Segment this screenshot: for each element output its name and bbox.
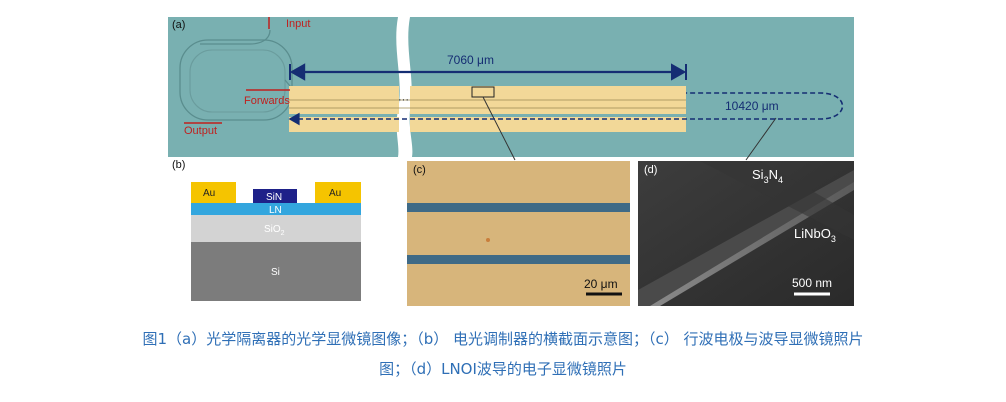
si3n4-label: Si3N4	[752, 167, 783, 185]
caption-line-1: 图1（a）光学隔离器的光学显微镜图像；（b） 电光调制器的横截面示意图；（c） …	[142, 330, 864, 348]
zoom-line	[482, 96, 516, 161]
au-left-label: Au	[203, 188, 215, 199]
si-layer	[191, 242, 361, 301]
au-right-label: Au	[329, 188, 341, 199]
scale-label-d: 500 nm	[792, 276, 832, 290]
figure-caption: 图1（a）光学隔离器的光学显微镜图像；（b） 电光调制器的横截面示意图；（c） …	[0, 324, 1006, 384]
figure: ··· (a) Input Forwards Output 7060 μm 10…	[168, 17, 854, 306]
panel-c-label: (c)	[413, 164, 426, 176]
ln-label: LN	[269, 205, 282, 216]
ln-layer	[191, 203, 361, 215]
loop-length-label: 10420 μm	[725, 99, 779, 113]
electrode-bottom	[289, 117, 399, 132]
panel-a-label: (a)	[172, 19, 185, 31]
sio2-label: SiO2	[264, 224, 285, 237]
panel-d: (d) Si3N4 LiNbO3 500 nm	[638, 161, 854, 306]
input-loop-inner	[189, 49, 286, 113]
particle	[486, 238, 490, 242]
panel-d-label: (d)	[644, 164, 657, 176]
sem-upper-surface	[700, 161, 854, 240]
si-label: Si	[271, 267, 280, 278]
electrode-bottom-right	[410, 117, 686, 132]
au-left-block	[191, 182, 236, 203]
panel-b: (b) Au Au SiN LN SiO2 Si	[168, 157, 400, 306]
input-label: Input	[286, 18, 310, 30]
panel-a: ··· (a) Input Forwards Output 7060 μm 10…	[168, 17, 854, 161]
au-right-block	[315, 182, 361, 203]
forwards-label: Forwards	[244, 95, 290, 107]
sio2-layer	[191, 215, 361, 242]
panel-c-background	[407, 161, 630, 306]
waveguide-stripe-top	[407, 203, 630, 212]
panel-c: (c) 20 μm	[407, 161, 630, 306]
caption-line-2: 图；（d）LNOI波导的电子显微镜照片	[379, 360, 627, 378]
scale-label-c: 20 μm	[584, 277, 618, 291]
sin-block	[253, 189, 297, 203]
panel-b-label: (b)	[172, 159, 185, 171]
continuation-dots: ···	[398, 94, 409, 106]
waveguide-stripe-bottom	[407, 255, 630, 264]
sem-pointer-line	[745, 117, 777, 161]
output-label: Output	[184, 125, 217, 137]
sin-label: SiN	[266, 192, 282, 203]
linbo3-label: LiNbO3	[794, 226, 836, 244]
input-waveguide	[200, 29, 271, 45]
length-label: 7060 μm	[447, 53, 494, 67]
loop-dashed	[288, 92, 844, 126]
chip-break	[396, 17, 413, 157]
